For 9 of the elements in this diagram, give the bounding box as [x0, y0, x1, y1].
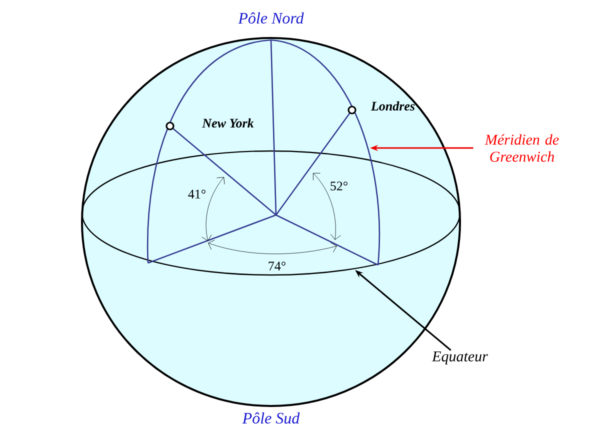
callout-label: Méridien de Greenwich: [484, 134, 559, 162]
pole-label: Pôle Sud: [242, 412, 300, 424]
angle-label: 52°: [330, 182, 348, 190]
city-label: Londres: [370, 101, 415, 111]
angle-label: 41°: [188, 190, 206, 198]
city-label: New York: [202, 118, 254, 128]
pole-label: Pôle Nord: [238, 12, 304, 24]
callout-label: Equateur: [432, 351, 488, 364]
angle-label: 74°: [268, 262, 286, 270]
